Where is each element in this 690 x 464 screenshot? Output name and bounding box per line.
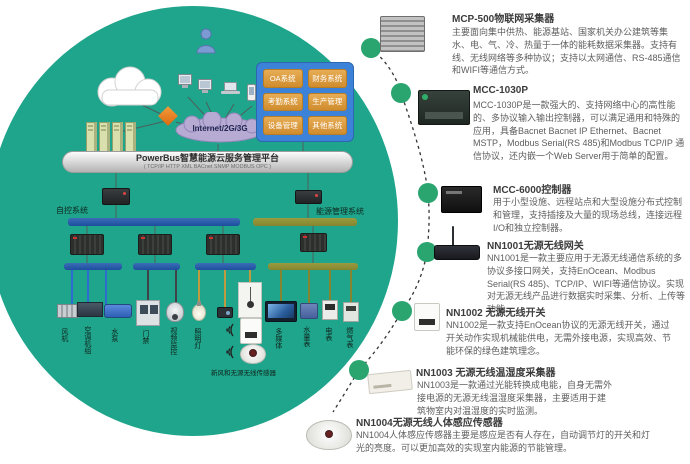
device-label-light: 照明灯 [193, 328, 201, 349]
pendant-light-panel-icon [238, 282, 262, 318]
tv-display-icon [265, 301, 297, 322]
internet-cloud-icon [175, 112, 265, 143]
wireless-dome-camera-icon [240, 344, 266, 364]
app-button-finance: 财务系统 [307, 69, 347, 88]
wireless-switch-icon [240, 318, 262, 344]
user-icon [196, 28, 216, 54]
business-apps-panel: OA系统 财务系统 考勤系统 生产管理 设备管理 其他系统 [256, 62, 354, 142]
product-desc: NN1003是一款通过光能转换成电能，自身无需外接电源的无源无线温湿度采集器，主… [417, 380, 613, 416]
platform-subtitle: ( TCP/IP HTTP XML BACnet SNMP MODBUS OPC… [143, 164, 272, 170]
sub-bus [195, 263, 256, 270]
controller-device [138, 234, 172, 255]
device-label-door: 门禁 [141, 330, 149, 344]
product-image-mcp500 [380, 16, 425, 52]
server-cluster [86, 120, 142, 158]
water-meter-icon [300, 303, 318, 319]
automation-bus-label: 自控系统 [56, 206, 88, 215]
product-image-mcc6000 [441, 186, 482, 213]
device-label-fan: 风机 [60, 328, 68, 342]
app-button-attendance: 考勤系统 [263, 92, 303, 112]
controller-device [70, 234, 104, 255]
electric-meter-icon [322, 300, 338, 320]
ahu-device-icon [77, 302, 103, 317]
controller-device [206, 234, 240, 255]
access-control-icon [136, 300, 160, 326]
pump-device-icon [104, 304, 132, 318]
sub-bus [133, 263, 180, 270]
platform-title: PowerBus智慧能源云服务管理平台 [135, 153, 279, 163]
product-image-mcc1030p [418, 90, 470, 125]
app-button-equipment: 设备管理 [263, 116, 303, 135]
product-image-nn1004 [306, 420, 352, 450]
connection-dot [361, 38, 381, 58]
product-title: MCC-6000控制器 [493, 185, 572, 196]
app-button-production: 生产管理 [307, 92, 347, 112]
connection-dot [418, 183, 438, 203]
device-label-elecmeter: 电表 [324, 327, 332, 341]
product-image-nn1003 [367, 369, 413, 395]
product-desc: 主要面向集中供热、能源基站、国家机关办公建筑等集水、电、气、冷、热量于一体的能耗… [452, 27, 681, 76]
device-label-tv: 多媒体 [274, 328, 282, 349]
product-title: MCC-1030P [473, 85, 529, 96]
mobile-phone-icon [247, 84, 256, 101]
energy-bus [253, 218, 357, 226]
gateway-device [102, 188, 130, 205]
connection-dot [349, 360, 369, 380]
sub-bus [268, 263, 358, 270]
product-image-nn1002 [414, 303, 440, 331]
connection-dot [391, 83, 411, 103]
workstation-icon [198, 79, 212, 93]
product-image-nn1001 [434, 245, 480, 260]
product-desc: MCC-1030P是一款强大的、支持网络中心的高性能的、多协议输入输出控制器，可… [473, 100, 685, 162]
device-label-watermeter: 水量表 [302, 326, 310, 347]
cctv-camera-icon [166, 302, 184, 322]
app-button-other: 其他系统 [307, 116, 347, 135]
laptop-icon [221, 82, 240, 94]
router-antenna [452, 226, 454, 246]
device-label-cctv: 视频监控 [169, 327, 177, 355]
platform-bar: PowerBus智慧能源云服务管理平台 ( TCP/IP HTTP XML BA… [62, 151, 353, 173]
product-title: MCP-500物联网采集器 [452, 14, 555, 25]
product-desc: NN1004人体感应传感器主要是感应是否有人存在，自动调节灯的开关和灯光的亮度。… [356, 430, 651, 453]
light-bulb-icon [192, 301, 206, 321]
product-title: NN1003 无源无线温湿度采集器 [416, 368, 556, 379]
gas-meter-icon [343, 302, 359, 322]
cloud-icon [97, 66, 162, 107]
device-label-gasmeter: 燃气表 [345, 327, 353, 348]
product-desc: NN1001是一款主要应用于无源无线通信系统的多协议多接口网关，支持EnOcea… [487, 253, 686, 315]
device-label-ahu: 空调机组 [83, 326, 91, 354]
small-camera-icon [217, 307, 233, 318]
fan-device-icon [57, 304, 79, 318]
device-label-pump: 水泵 [110, 328, 118, 342]
wifi-icon [226, 345, 234, 359]
app-button-oa: OA系统 [263, 69, 303, 88]
wireless-cluster-label: 新风和无源无线传感器 [211, 370, 276, 377]
wifi-icon [226, 323, 234, 337]
sub-bus [64, 263, 122, 270]
controller-device [300, 233, 327, 252]
product-title: NN1004无源无线人体感应传感器 [356, 418, 503, 429]
gateway-device [295, 190, 322, 204]
automation-bus [68, 218, 240, 226]
product-desc: NN1002是一款支持EnOcean协议的无源无线开关，通过开关动作实现机械能供… [446, 320, 672, 356]
product-desc: 用于小型设施、远程站点和大型设施分布式控制和管理，支持插接及大量的现场总线，连接… [493, 197, 683, 233]
connection-dot [392, 301, 412, 321]
energy-bus-label: 能源管理系统 [316, 207, 364, 216]
workstation-icon [178, 74, 192, 88]
product-title: NN1001无源无线网关 [487, 241, 584, 252]
internet-label: Internet/2G/3G [192, 124, 248, 133]
product-title: NN1002 无源无线开关 [446, 308, 546, 319]
